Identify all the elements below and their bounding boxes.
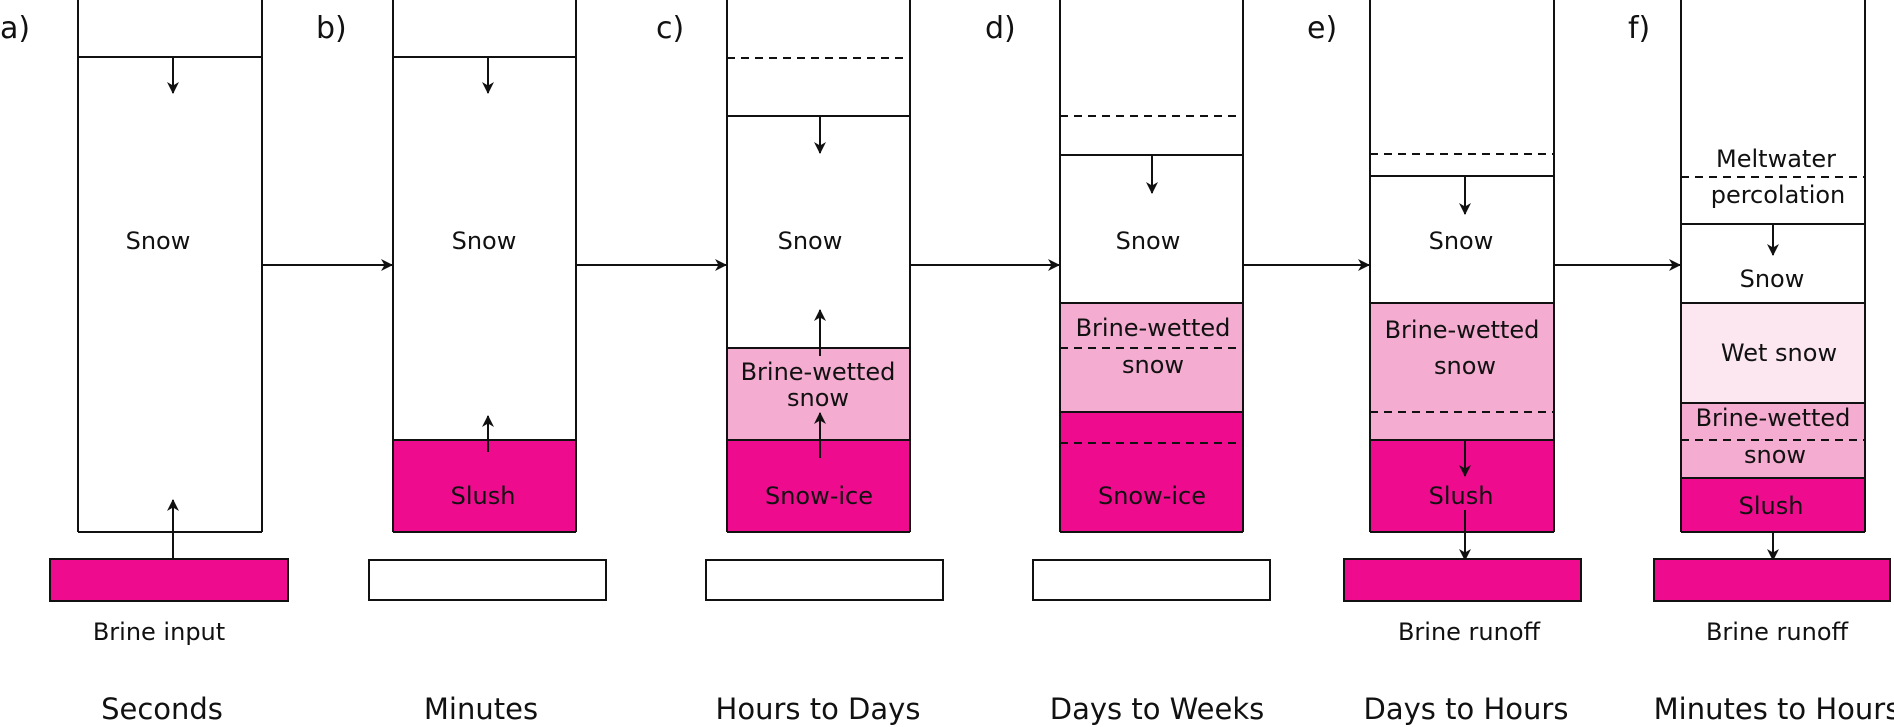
layer-label-brine-wetted-line1: Brine-wetted <box>1696 404 1851 432</box>
layer-label-snow: Snow <box>126 227 191 255</box>
panel-f: f) Meltwater percolation Snow Wet snow B… <box>1628 0 1894 726</box>
layer-label-brine-wetted-line2: snow <box>1434 352 1496 380</box>
layer-label-brine-wetted-line1: Brine-wetted <box>1076 314 1231 342</box>
panel-d: d) Snow Brine-wetted snow Snow-ice Days … <box>985 0 1271 726</box>
layer-label-brine-wetted-line2: snow <box>787 384 849 412</box>
time-label: Hours to Days <box>716 692 921 726</box>
layer-label-snow-ice: Snow-ice <box>1098 482 1206 510</box>
layer-label-snow: Snow <box>452 227 517 255</box>
panel-e: e) Snow Brine-wetted snow Slush Brine ru… <box>1307 0 1582 726</box>
time-label: Days to Weeks <box>1050 692 1264 726</box>
brine-runoff-bar <box>1343 558 1582 602</box>
panel-a: a) Snow Brine input Seconds <box>0 0 289 726</box>
empty-base-bar <box>1032 559 1271 601</box>
slush-layer <box>1370 440 1554 532</box>
base-label: Brine runoff <box>1706 618 1849 646</box>
panel-letter: c) <box>656 11 684 46</box>
layer-label-snow-ice: Snow-ice <box>765 482 873 510</box>
layer-label-slush: Slush <box>451 482 516 510</box>
layer-label-snow: Snow <box>778 227 843 255</box>
panel-letter: d) <box>985 11 1016 46</box>
panel-letter: f) <box>1628 11 1650 46</box>
brine-wetted-layer <box>1060 303 1243 412</box>
layer-label-brine-wetted-line1: Brine-wetted <box>1385 316 1540 344</box>
snow-ice-layer <box>727 440 910 532</box>
panel-letter: b) <box>316 11 347 46</box>
panel-letter: e) <box>1307 11 1337 46</box>
brine-runoff-bar <box>1653 558 1891 602</box>
time-label: Minutes <box>424 692 538 726</box>
layer-label-slush: Slush <box>1429 482 1494 510</box>
layer-label-wet-snow: Wet snow <box>1721 339 1837 367</box>
brine-input-bar <box>49 558 289 602</box>
layer-label-meltwater-line1: Meltwater <box>1716 145 1836 173</box>
empty-base-bar <box>705 559 944 601</box>
layer-label-meltwater-line2: percolation <box>1711 181 1846 209</box>
slush-layer <box>393 440 576 532</box>
empty-base-bar <box>368 559 607 601</box>
wet-snow-layer <box>1681 303 1865 403</box>
layer-label-slush: Slush <box>1739 492 1804 520</box>
layer-label-brine-wetted-line2: snow <box>1744 441 1806 469</box>
time-label: Seconds <box>101 692 223 726</box>
base-label: Brine runoff <box>1398 618 1541 646</box>
layer-label-snow: Snow <box>1740 265 1805 293</box>
base-label: Brine input <box>93 618 225 646</box>
slush-layer <box>1681 478 1865 532</box>
time-label: Days to Hours <box>1364 692 1569 726</box>
brine-wetted-layer <box>727 348 910 440</box>
time-label: Minutes to Hours <box>1654 692 1894 726</box>
layer-label-brine-wetted-line2: snow <box>1122 351 1184 379</box>
snow-ice-layer <box>1060 412 1243 532</box>
panel-b: b) Snow Slush Minutes <box>316 0 607 726</box>
layer-label-snow: Snow <box>1429 227 1494 255</box>
panel-letter: a) <box>0 11 30 46</box>
panel-c: c) Snow Brine-wetted snow Snow-ice Hours… <box>656 0 944 726</box>
layer-label-snow: Snow <box>1116 227 1181 255</box>
brine-wetted-layer <box>1370 303 1554 440</box>
layer-label-brine-wetted-line1: Brine-wetted <box>741 358 896 386</box>
